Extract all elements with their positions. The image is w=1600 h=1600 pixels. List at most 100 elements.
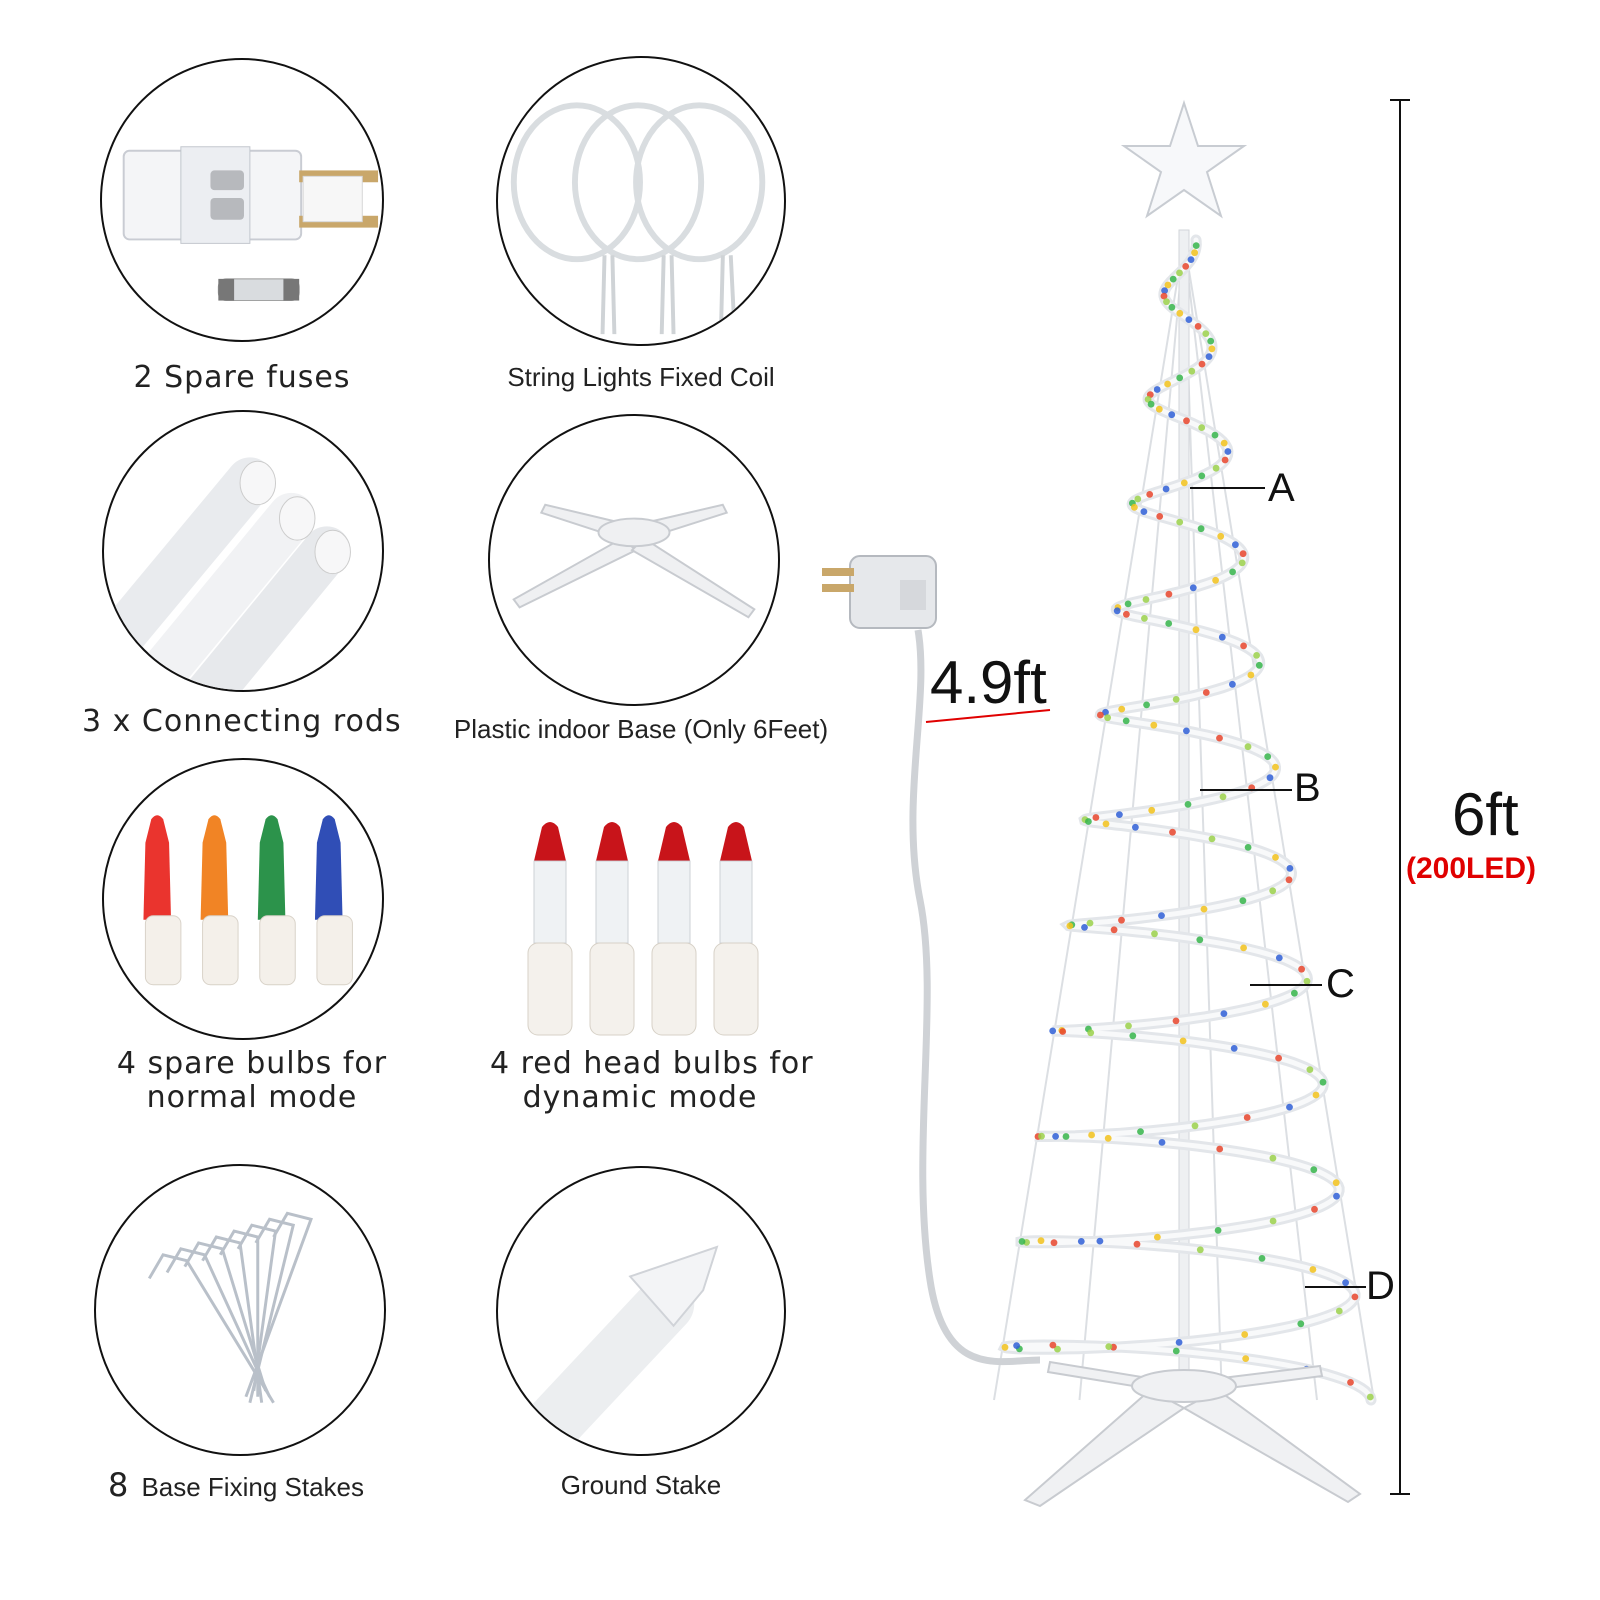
led-dot (1141, 615, 1148, 622)
led-dot (1241, 1331, 1249, 1338)
led-dot (1132, 823, 1139, 831)
led-dot (1179, 1037, 1187, 1045)
led-dot (1217, 532, 1225, 540)
led-dot (1052, 1133, 1059, 1140)
led-dot (1168, 303, 1176, 311)
led-dot (1211, 431, 1219, 439)
led-dot (1087, 1029, 1095, 1037)
led-dot (1146, 491, 1154, 498)
led-dot (1208, 835, 1216, 843)
led-dot (1198, 424, 1206, 431)
led-dot (1196, 1246, 1204, 1254)
connecting-rods-image (102, 410, 384, 692)
led-dot (1197, 525, 1205, 533)
led-dot (1049, 1341, 1057, 1349)
led-dot (1164, 380, 1171, 388)
cord-length-label: 4.9ft (930, 649, 1047, 716)
led-dot (1092, 814, 1100, 821)
led-dot (1105, 1343, 1113, 1350)
led-dot (1183, 727, 1190, 735)
fixing-stake (244, 1211, 313, 1398)
led-dot (1172, 696, 1180, 703)
led-dot (1366, 1393, 1374, 1401)
spare-bulb (200, 815, 239, 986)
led-dot (1269, 1154, 1277, 1162)
led-dot (1142, 596, 1150, 603)
led-dot (1122, 717, 1130, 725)
led-dot (1243, 1114, 1251, 1121)
led-dot (1116, 811, 1123, 818)
led-dot (1176, 374, 1184, 382)
star-topper (1120, 99, 1248, 219)
led-dot (1258, 1255, 1266, 1262)
led-dot (1077, 1238, 1085, 1245)
led-dot (1239, 897, 1247, 905)
led-dot (1176, 269, 1183, 277)
stakes-label: Base Fixing Stakes (141, 1472, 364, 1502)
led-dot (1137, 1128, 1144, 1135)
led-dot (1131, 503, 1138, 511)
led-dot (1104, 1134, 1112, 1142)
led-dot (1088, 1131, 1095, 1139)
spare-fuses-image (100, 58, 384, 342)
led-dot (1085, 818, 1092, 825)
led-dot (1239, 550, 1247, 558)
led-dot (1297, 1320, 1305, 1328)
led-dot (1200, 905, 1208, 913)
led-dot (1081, 924, 1088, 931)
led-dot (1240, 944, 1247, 952)
led-dot (1240, 642, 1247, 650)
led-dot (1275, 954, 1283, 962)
led-dot (1188, 367, 1196, 375)
tree-height-label: 6ft (1452, 781, 1519, 848)
led-dot (1205, 353, 1213, 360)
caption-spare-bulbs-line2: normal mode (146, 1080, 358, 1115)
led-dot (1351, 1293, 1359, 1301)
led-dot (1189, 584, 1197, 592)
led-dot (1163, 298, 1170, 306)
led-dot (1286, 1103, 1293, 1111)
led-dot (1175, 1339, 1183, 1346)
led-dot (1172, 1347, 1180, 1355)
led-dot (1118, 916, 1125, 924)
led-dot (1191, 249, 1198, 257)
led-dot (1319, 1078, 1327, 1086)
led-dot (1298, 965, 1305, 973)
spare-bulb (257, 815, 296, 986)
led-dot (1129, 1032, 1137, 1040)
cord-underline (925, 709, 1051, 723)
led-dot (1269, 1217, 1277, 1225)
led-dot (1155, 405, 1163, 413)
led-dot (1151, 930, 1158, 938)
led-dot (1185, 316, 1193, 323)
led-dot (1140, 508, 1148, 515)
marker-a: A (1268, 466, 1295, 510)
stakes-count: 8 (107, 1466, 129, 1504)
led-dot (1312, 1091, 1320, 1099)
led-dot (1309, 1266, 1317, 1273)
led-dot (1262, 1000, 1269, 1008)
led-dot (1242, 1355, 1250, 1362)
led-dot (1059, 1028, 1067, 1035)
led-dot (1202, 330, 1210, 337)
led-dot (1168, 411, 1176, 419)
led-count-label: (200LED) (1406, 852, 1537, 885)
led-dot (1169, 275, 1177, 283)
caption-base-stakes: 8 Base Fixing Stakes (96, 1466, 376, 1504)
spare-bulb (314, 815, 353, 986)
led-dot (1224, 448, 1232, 455)
led-dot (1196, 936, 1204, 944)
caption-spare-fuses: 2 Spare fuses (133, 360, 351, 395)
led-dot (1255, 661, 1263, 669)
led-dot (1253, 652, 1260, 659)
led-dot (1158, 912, 1165, 919)
marker-c: C (1326, 962, 1355, 1006)
led-dot (1275, 1054, 1282, 1062)
led-dot (1272, 854, 1279, 861)
led-dot (1198, 360, 1206, 368)
led-dot (1192, 242, 1200, 250)
led-dot (1050, 1239, 1058, 1247)
led-dot (1172, 1017, 1180, 1025)
led-dot (1162, 485, 1170, 493)
led-dot (1038, 1132, 1045, 1140)
